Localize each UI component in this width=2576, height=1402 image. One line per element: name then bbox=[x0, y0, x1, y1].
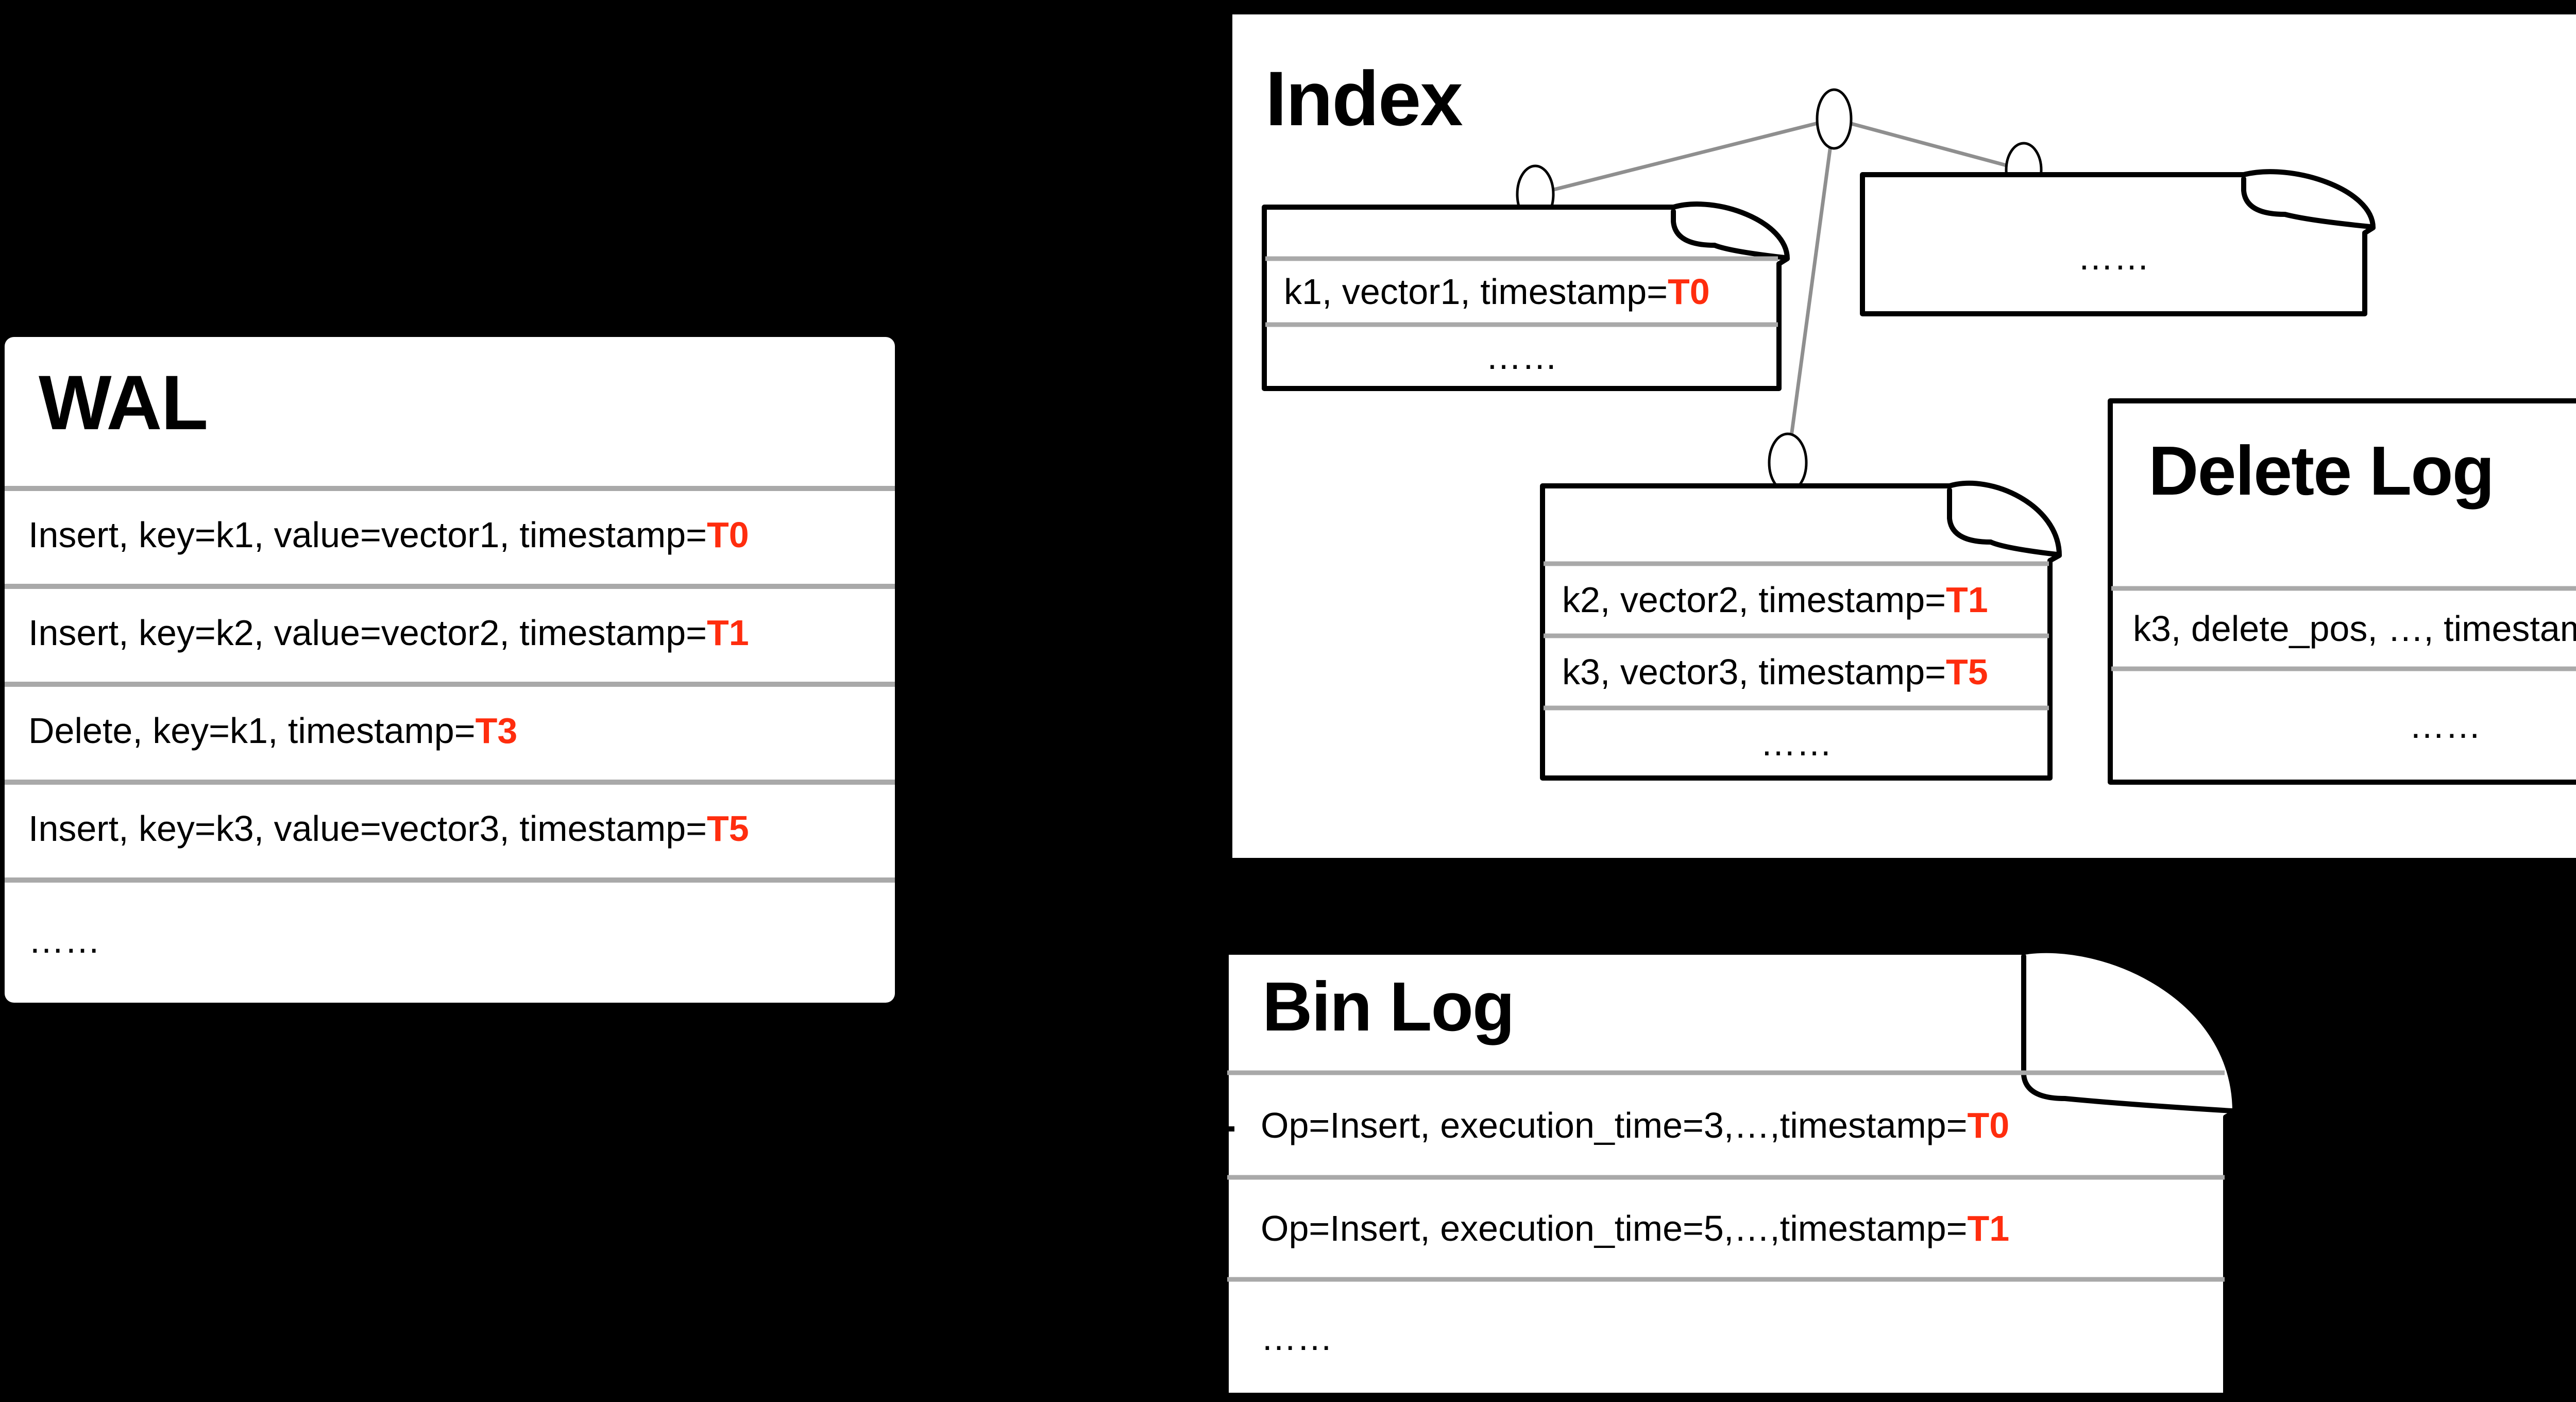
bin-log-doc bbox=[1224, 948, 2238, 1398]
wal-row-text: Delete, key=k1, timestamp= bbox=[28, 711, 476, 751]
timestamp-value: T0 bbox=[707, 515, 749, 555]
segment-row-text: k3, vector3, timestamp= bbox=[1562, 652, 1946, 692]
timestamp-value: T0 bbox=[1668, 272, 1710, 312]
divider bbox=[5, 780, 895, 785]
segment-row: k1, vector1, timestamp=T0 bbox=[1284, 259, 1768, 325]
ellipsis-text: …… bbox=[1760, 723, 1833, 763]
ellipsis-text: …… bbox=[2409, 705, 2481, 746]
tree-root-node-circle bbox=[1816, 88, 1853, 150]
wal-row: Delete, key=k1, timestamp=T3 bbox=[28, 682, 884, 780]
segment-more-row: …… bbox=[1264, 325, 1779, 388]
wal-more-row: …… bbox=[28, 877, 884, 1003]
timestamp-value: T1 bbox=[1946, 580, 1988, 620]
ellipsis-text: …… bbox=[1261, 1317, 1333, 1358]
timestamp-value: T1 bbox=[707, 613, 749, 653]
segment-doc-k2k3 bbox=[1540, 480, 2062, 781]
delete-log-row-text: k3, delete_pos, …, timestamp= bbox=[2133, 609, 2576, 649]
folded-corner-icon bbox=[2021, 954, 2235, 1113]
tree-edge-line bbox=[1786, 119, 1836, 463]
segment-row: k2, vector2, timestamp=T1 bbox=[1562, 564, 2041, 636]
document-shape bbox=[1224, 948, 2238, 1398]
wal-row: Insert, key=k1, value=vector1, timestamp… bbox=[28, 486, 884, 584]
delete-log-title: Delete Log bbox=[2148, 432, 2495, 510]
folded-corner-icon bbox=[1947, 487, 2059, 557]
folded-corner-icon bbox=[1671, 209, 1787, 260]
wal-title: WAL bbox=[39, 359, 208, 446]
stray-tick-mark bbox=[1222, 1126, 1234, 1131]
delete-log-doc bbox=[2108, 398, 2576, 785]
bin-log-row: Op=Insert, execution_time=3,…,timestamp=… bbox=[1261, 1073, 2198, 1177]
index-title: Index bbox=[1265, 55, 1463, 142]
wal-row-text: Insert, key=k3, value=vector3, timestamp… bbox=[28, 808, 707, 849]
wal-row: Insert, key=k2, value=vector2, timestamp… bbox=[28, 584, 884, 682]
tree-edge-line bbox=[1535, 117, 1835, 196]
segment-more-row: …… bbox=[1862, 218, 2365, 296]
bin-log-row-text: Op=Insert, execution_time=5,…,timestamp= bbox=[1261, 1208, 1968, 1248]
delete-log-more-row: …… bbox=[2110, 669, 2576, 782]
tree-edge-line bbox=[1834, 117, 2024, 172]
segment-row: k3, vector3, timestamp=T5 bbox=[1562, 636, 2041, 708]
segment-row-text: k1, vector1, timestamp= bbox=[1284, 272, 1668, 312]
divider bbox=[5, 486, 895, 491]
divider bbox=[5, 584, 895, 589]
wal-row-text: Insert, key=k1, value=vector1, timestamp… bbox=[28, 515, 707, 555]
document-shape bbox=[1540, 480, 2062, 781]
segment-doc-more-content: …… bbox=[1862, 175, 2365, 314]
timestamp-value: T1 bbox=[1967, 1208, 2010, 1248]
wal-box: WAL Insert, key=k1, value=vector1, times… bbox=[5, 337, 895, 1003]
bin-log-row: Op=Insert, execution_time=5,…,timestamp=… bbox=[1261, 1177, 2198, 1279]
document-shape bbox=[2108, 398, 2576, 785]
segment-doc-more bbox=[1860, 169, 2376, 316]
document-shape bbox=[1860, 169, 2376, 316]
timestamp-value: T5 bbox=[1946, 652, 1988, 692]
bin-log-more-row: …… bbox=[1261, 1279, 2198, 1395]
timestamp-value: T3 bbox=[475, 711, 518, 751]
segment-doc-k1-content: k1, vector1, timestamp=T0 …… bbox=[1264, 207, 1779, 388]
ellipsis-text: …… bbox=[2077, 237, 2150, 277]
delete-log-row: k3, delete_pos, …, timestamp=T3 bbox=[2133, 588, 2576, 669]
document-shape bbox=[1262, 201, 1790, 391]
ellipsis-text: …… bbox=[1485, 336, 1558, 377]
divider bbox=[5, 682, 895, 687]
bin-log-row-text: Op=Insert, execution_time=3,…,timestamp= bbox=[1261, 1105, 1968, 1145]
folded-corner-icon bbox=[2241, 176, 2373, 229]
wal-row: Insert, key=k3, value=vector3, timestamp… bbox=[28, 780, 884, 877]
bin-log-content: Bin Log Op=Insert, execution_time=3,…,ti… bbox=[1226, 952, 2226, 1395]
delete-log-content: Delete Log k3, delete_pos, …, timestamp=… bbox=[2110, 401, 2576, 782]
segment-row-text: k2, vector2, timestamp= bbox=[1562, 580, 1946, 620]
ellipsis-text: …… bbox=[28, 920, 100, 960]
segment-doc-k1 bbox=[1262, 201, 1790, 391]
bin-log-title: Bin Log bbox=[1262, 968, 1515, 1045]
segment-more-row: …… bbox=[1543, 708, 2050, 778]
timestamp-value: T5 bbox=[707, 808, 749, 849]
divider bbox=[5, 877, 895, 883]
timestamp-value: T0 bbox=[1967, 1105, 2010, 1145]
wal-row-text: Insert, key=k2, value=vector2, timestamp… bbox=[28, 613, 707, 653]
segment-doc-k2k3-content: k2, vector2, timestamp=T1 k3, vector3, t… bbox=[1543, 486, 2050, 778]
